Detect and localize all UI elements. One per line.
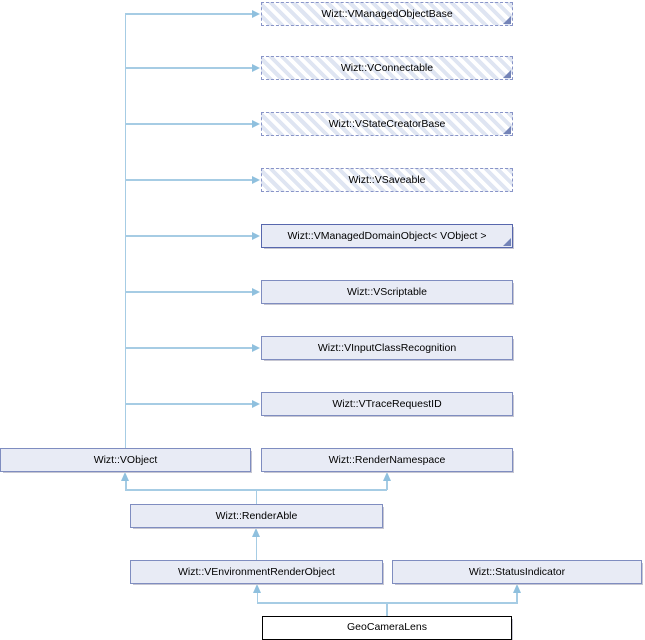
connector-line [125, 481, 127, 490]
class-node-vscriptable[interactable]: Wizt::VScriptable [261, 280, 513, 304]
connector-line [386, 602, 388, 616]
class-name-label: Wizt::VConnectable [340, 62, 434, 74]
class-node-rendernamespace[interactable]: Wizt::RenderNamespace [261, 448, 513, 472]
class-node-renderable[interactable]: Wizt::RenderAble [130, 504, 383, 528]
class-name-label: Wizt::VStateCreatorBase [328, 118, 446, 130]
arrow-right-icon [252, 343, 260, 352]
arrow-up-icon [252, 528, 260, 537]
arrow-right-icon [252, 9, 260, 18]
connector-trunk-line [124, 13, 126, 449]
arrow-up-icon [512, 584, 521, 593]
connector-line [125, 13, 253, 15]
arrow-up-icon [382, 472, 391, 481]
class-node-statusindicator[interactable]: Wizt::StatusIndicator [392, 560, 642, 584]
connector-line [386, 481, 388, 490]
connector-line [125, 403, 253, 405]
connector-line [516, 593, 518, 602]
class-name-label: Wizt::VScriptable [347, 286, 427, 298]
class-name-label: Wizt::RenderAble [215, 510, 298, 522]
class-node-vsaveable[interactable]: Wizt::VSaveable [261, 168, 513, 192]
connector-line [255, 537, 258, 560]
connector-line [256, 593, 258, 602]
arrow-right-icon [252, 63, 260, 72]
class-name-label: Wizt::VEnvironmentRenderObject [178, 566, 335, 578]
class-node-vmanagedobjectbase[interactable]: Wizt::VManagedObjectBase [261, 2, 513, 26]
truncation-corner-icon [503, 238, 511, 246]
class-node-vtracerequestid[interactable]: Wizt::VTraceRequestID [261, 392, 513, 416]
class-node-geocameralens-focus: GeoCameraLens [262, 616, 512, 640]
class-node-vobject[interactable]: Wizt::VObject [0, 448, 251, 472]
class-name-label: Wizt::VTraceRequestID [332, 398, 442, 410]
truncation-corner-icon [503, 70, 511, 78]
arrow-right-icon [252, 287, 260, 296]
class-node-vconnectable[interactable]: Wizt::VConnectable [261, 56, 513, 80]
connector-line [255, 489, 258, 505]
class-name-label: Wizt::StatusIndicator [468, 566, 566, 578]
connector-line [125, 291, 253, 293]
class-node-vstatecreatorbase[interactable]: Wizt::VStateCreatorBase [261, 112, 513, 136]
arrow-up-icon [252, 584, 261, 593]
connector-line [125, 235, 253, 237]
class-node-venvironmentrenderobject[interactable]: Wizt::VEnvironmentRenderObject [130, 560, 383, 584]
truncation-corner-icon [503, 16, 511, 24]
class-node-vmanageddomainobject[interactable]: Wizt::VManagedDomainObject< VObject > [261, 224, 513, 248]
class-name-label: Wizt::VManagedDomainObject< VObject > [287, 230, 487, 242]
connector-line [125, 123, 253, 125]
connector-line [125, 179, 253, 181]
class-name-label: Wizt::VInputClassRecognition [317, 342, 457, 354]
connector-line [125, 347, 253, 349]
class-name-label: Wizt::VObject [93, 454, 158, 466]
class-name-label: GeoCameraLens [347, 621, 427, 633]
arrow-up-icon [121, 472, 129, 481]
class-name-label: Wizt::VManagedObjectBase [321, 8, 453, 20]
class-name-label: Wizt::RenderNamespace [328, 454, 446, 466]
arrow-right-icon [252, 175, 260, 184]
arrow-right-icon [252, 399, 260, 408]
truncation-corner-icon [503, 126, 511, 134]
connector-line [125, 67, 253, 69]
class-name-label: Wizt::VSaveable [348, 174, 426, 186]
class-node-vinputclassrecognition[interactable]: Wizt::VInputClassRecognition [261, 336, 513, 360]
arrow-right-icon [252, 231, 260, 240]
arrow-right-icon [252, 119, 260, 128]
